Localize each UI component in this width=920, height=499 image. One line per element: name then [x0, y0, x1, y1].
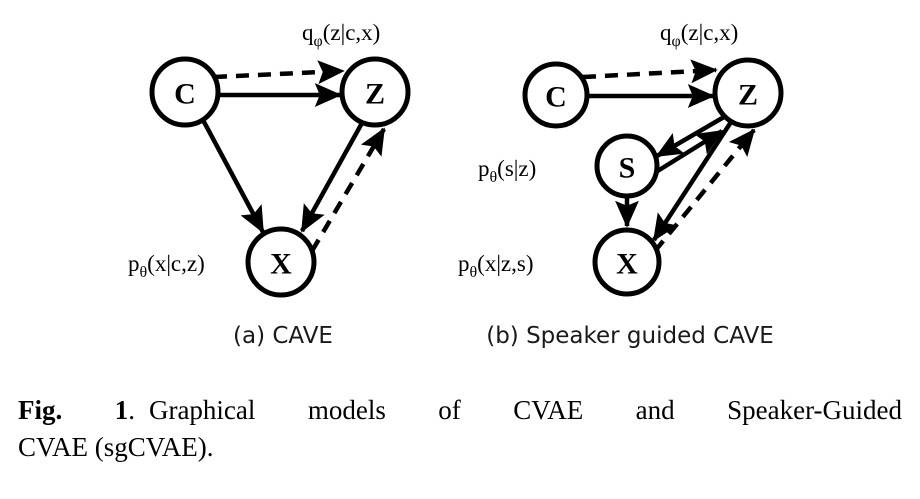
edge-s-to-z-solid: [654, 129, 724, 174]
p-theta-xzs-subscript: θ: [470, 264, 478, 281]
node-z-panel-a-label: Z: [365, 78, 385, 111]
node-c-panel-a-label: C: [174, 78, 196, 111]
svg-text:qφ(z|c,x): qφ(z|c,x): [660, 20, 738, 50]
svg-text:pθ(x|z,s): pθ(x|z,s): [458, 251, 534, 281]
node-x-panel-b[interactable]: X: [592, 227, 662, 297]
graphical-models-diagram: C Z X qφ(z|c,x) pθ(x|c,z) (a): [128, 20, 784, 349]
p-theta-a-base: p: [128, 251, 140, 276]
node-x-panel-b-label: X: [616, 248, 638, 281]
p-theta-xzs-base: p: [458, 251, 470, 276]
math-label-p-theta-s-z: pθ(s|z): [478, 156, 536, 186]
node-x-panel-a[interactable]: X: [245, 226, 317, 298]
math-label-p-theta-x-cz: pθ(x|c,z): [128, 251, 205, 281]
svg-text:pθ(s|z): pθ(s|z): [478, 156, 536, 186]
q-phi-a-rest: (z|c,x): [323, 20, 381, 45]
edge-x-to-z-dashed-b: [653, 128, 756, 253]
edge-z-to-x-solid: [300, 121, 364, 233]
figure-number: Fig. 1: [18, 395, 129, 425]
node-z-panel-b-label: Z: [738, 79, 758, 112]
q-phi-b-rest: (z|c,x): [681, 20, 739, 45]
subcaption-b: (b) Speaker guided CAVE: [486, 323, 774, 349]
p-theta-sz-rest: (s|z): [497, 156, 536, 181]
q-phi-b-subscript: φ: [672, 33, 681, 50]
math-label-p-theta-x-zs: pθ(x|z,s): [458, 251, 534, 281]
node-z-panel-b[interactable]: Z: [712, 57, 784, 129]
node-z-panel-a[interactable]: Z: [339, 56, 411, 128]
p-theta-a-subscript: θ: [140, 264, 148, 281]
edge-z-to-x-solid-b: [652, 120, 733, 242]
edge-z-to-s-solid: [655, 115, 726, 158]
edge-c-to-z-dashed: [213, 60, 345, 85]
figure-caption-separator: .: [128, 395, 135, 425]
q-phi-b-base: q: [660, 20, 672, 45]
figure-caption: Fig. 1. Graphical models of CVAE and Spea…: [18, 392, 902, 467]
panel-a: C Z X qφ(z|c,x) pθ(x|c,z) (a): [128, 20, 411, 349]
q-phi-a-subscript: φ: [314, 33, 323, 50]
node-x-panel-a-label: X: [270, 248, 292, 281]
svg-text:pθ(x|c,z): pθ(x|c,z): [128, 251, 205, 281]
p-theta-sz-subscript: θ: [490, 169, 498, 186]
p-theta-sz-base: p: [478, 156, 490, 181]
q-phi-a-base: q: [302, 20, 314, 45]
edge-c-to-x-solid: [201, 118, 265, 234]
p-theta-a-rest: (x|c,z): [147, 251, 205, 276]
node-c-panel-b[interactable]: C: [522, 61, 590, 129]
edge-x-to-z-dashed: [310, 127, 386, 253]
figure-caption-line1: Graphical models of CVAE and Speaker-Gui…: [148, 395, 903, 425]
node-s-panel-b-label: S: [619, 152, 636, 185]
edge-c-to-z-dashed-b: [582, 59, 718, 84]
math-label-q-phi-panel-a: qφ(z|c,x): [302, 20, 380, 50]
figure-caption-line2: CVAE (sgCVAE).: [18, 432, 214, 463]
node-s-panel-b[interactable]: S: [594, 133, 660, 199]
node-c-panel-b-label: C: [545, 81, 567, 114]
node-c-panel-a[interactable]: C: [149, 56, 221, 128]
subcaption-a: (a) CAVE: [233, 323, 333, 349]
panel-b: C Z S X qφ(z|c,x) pθ: [458, 20, 784, 349]
p-theta-xzs-rest: (x|z,s): [477, 251, 533, 276]
svg-text:qφ(z|c,x): qφ(z|c,x): [302, 20, 380, 50]
figure-area: C Z X qφ(z|c,x) pθ(x|c,z) (a): [128, 20, 784, 349]
math-label-q-phi-panel-b: qφ(z|c,x): [660, 20, 738, 50]
